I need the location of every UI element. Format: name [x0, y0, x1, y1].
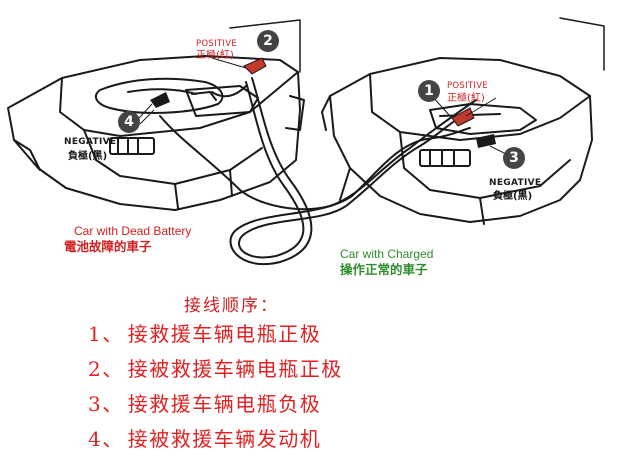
left-car-body	[7, 19, 305, 211]
clamp-left-positive	[243, 57, 267, 75]
jumper-cables	[159, 77, 477, 265]
step-number: 4、	[88, 427, 124, 451]
clamp-right-negative	[476, 134, 496, 148]
step-number: 1、	[88, 322, 124, 346]
right-car-body	[321, 17, 605, 225]
clamps	[150, 57, 496, 148]
car-illustration	[7, 17, 605, 265]
step-number: 2、	[88, 357, 124, 381]
step-badge-3: 3	[503, 147, 525, 169]
step-badge-4: 4	[118, 111, 140, 133]
left-car-name-en: Car with Dead Battery	[74, 224, 192, 238]
step-item-1: 1、接救援车辆电瓶正极	[88, 318, 321, 347]
left-negative-label-cn: 負極(黑)	[68, 151, 108, 162]
left-car-name-cn: 電池故障的車子	[64, 239, 152, 254]
step-text: 接救援车辆电瓶正极	[127, 322, 322, 346]
left-positive-label-en: POSITIVE	[196, 39, 238, 49]
steps-title: 接线顺序：	[184, 296, 279, 316]
right-car-name-en: Car with Charged	[340, 247, 434, 261]
step-item-4: 4、接被救援车辆发动机	[88, 423, 321, 452]
clamp-right-positive	[451, 107, 475, 127]
clamp-left-negative	[150, 92, 170, 108]
step-text: 接被救援车辆发动机	[127, 427, 322, 451]
right-negative-label-en: NEGATIVE	[489, 178, 542, 188]
step-number: 3、	[88, 392, 124, 416]
step-item-3: 3、接救援车辆电瓶负极	[88, 388, 321, 417]
right-positive-label-cn: 正極(紅)	[447, 93, 485, 104]
left-negative-label-en: NEGATIVE	[64, 137, 117, 147]
step-item-2: 2、接被救援车辆电瓶正极	[88, 353, 343, 382]
step-text: 接救援车辆电瓶负极	[127, 392, 322, 416]
left-positive-label-cn: 正極(紅)	[196, 50, 234, 61]
step-badge-1: 1	[418, 80, 440, 102]
right-negative-label-cn: 負極(黑)	[493, 191, 533, 202]
step-text: 接被救援车辆电瓶正极	[127, 357, 343, 381]
step-badge-2: 2	[257, 30, 279, 52]
right-car-name-cn: 操作正常的車子	[340, 262, 428, 277]
right-positive-label-en: POSITIVE	[447, 81, 489, 91]
